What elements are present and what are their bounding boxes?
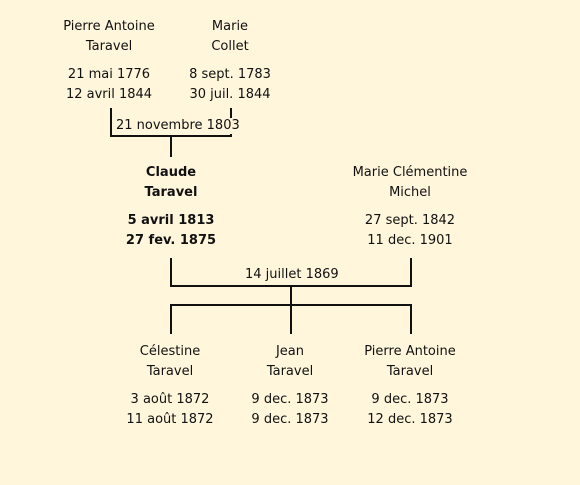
person-pierre-antoine-taravel-jr: Pierre Antoine Taravel 9 dec. 1873 12 de… — [325, 342, 495, 430]
person-death-date: 11 août 1872 — [126, 412, 214, 427]
person-birth-date: 9 dec. 1873 — [251, 392, 329, 407]
person-last-name: Michel — [389, 185, 431, 200]
person-death-date: 27 fev. 1875 — [125, 233, 217, 248]
person-marie-collet: Marie Collet 8 sept. 1783 30 juil. 1844 — [145, 17, 315, 105]
person-first-name: Pierre Antoine — [63, 19, 155, 34]
person-death-date: 12 dec. 1873 — [367, 412, 453, 427]
marriage-date: 14 juillet 1869 — [243, 267, 341, 283]
person-claude-taravel: Claude Taravel 5 avril 1813 27 fev. 1875 — [86, 163, 256, 251]
person-birth-date: 27 sept. 1842 — [364, 213, 456, 228]
person-last-name: Taravel — [144, 185, 198, 200]
person-last-name: Taravel — [386, 364, 434, 379]
person-first-name: Marie Clémentine — [352, 165, 468, 180]
person-first-name: Jean — [275, 344, 305, 359]
person-first-name: Marie — [211, 19, 249, 34]
person-birth-date: 8 sept. 1783 — [189, 67, 271, 82]
marriage-date: 21 novembre 1803 — [114, 118, 242, 134]
person-death-date: 30 juil. 1844 — [189, 87, 271, 102]
person-first-name: Claude — [145, 165, 197, 180]
person-death-date: 9 dec. 1873 — [251, 412, 329, 427]
person-celestine-taravel: Célestine Taravel 3 août 1872 11 août 18… — [85, 342, 255, 430]
person-birth-date: 5 avril 1813 — [127, 213, 215, 228]
person-death-date: 12 avril 1844 — [65, 87, 153, 102]
person-birth-date: 3 août 1872 — [130, 392, 210, 407]
person-last-name: Collet — [211, 39, 249, 54]
person-death-date: 11 dec. 1901 — [367, 233, 453, 248]
person-marie-clementine-michel: Marie Clémentine Michel 27 sept. 1842 11… — [325, 163, 495, 251]
person-last-name: Taravel — [85, 39, 133, 54]
person-birth-date: 9 dec. 1873 — [371, 392, 449, 407]
person-last-name: Taravel — [266, 364, 314, 379]
person-jean-taravel: Jean Taravel 9 dec. 1873 9 dec. 1873 — [205, 342, 375, 430]
person-first-name: Pierre Antoine — [364, 344, 456, 359]
person-last-name: Taravel — [146, 364, 194, 379]
person-first-name: Célestine — [139, 344, 201, 359]
person-pierre-antoine-taravel-sr: Pierre Antoine Taravel 21 mai 1776 12 av… — [24, 17, 194, 105]
person-birth-date: 21 mai 1776 — [67, 67, 151, 82]
